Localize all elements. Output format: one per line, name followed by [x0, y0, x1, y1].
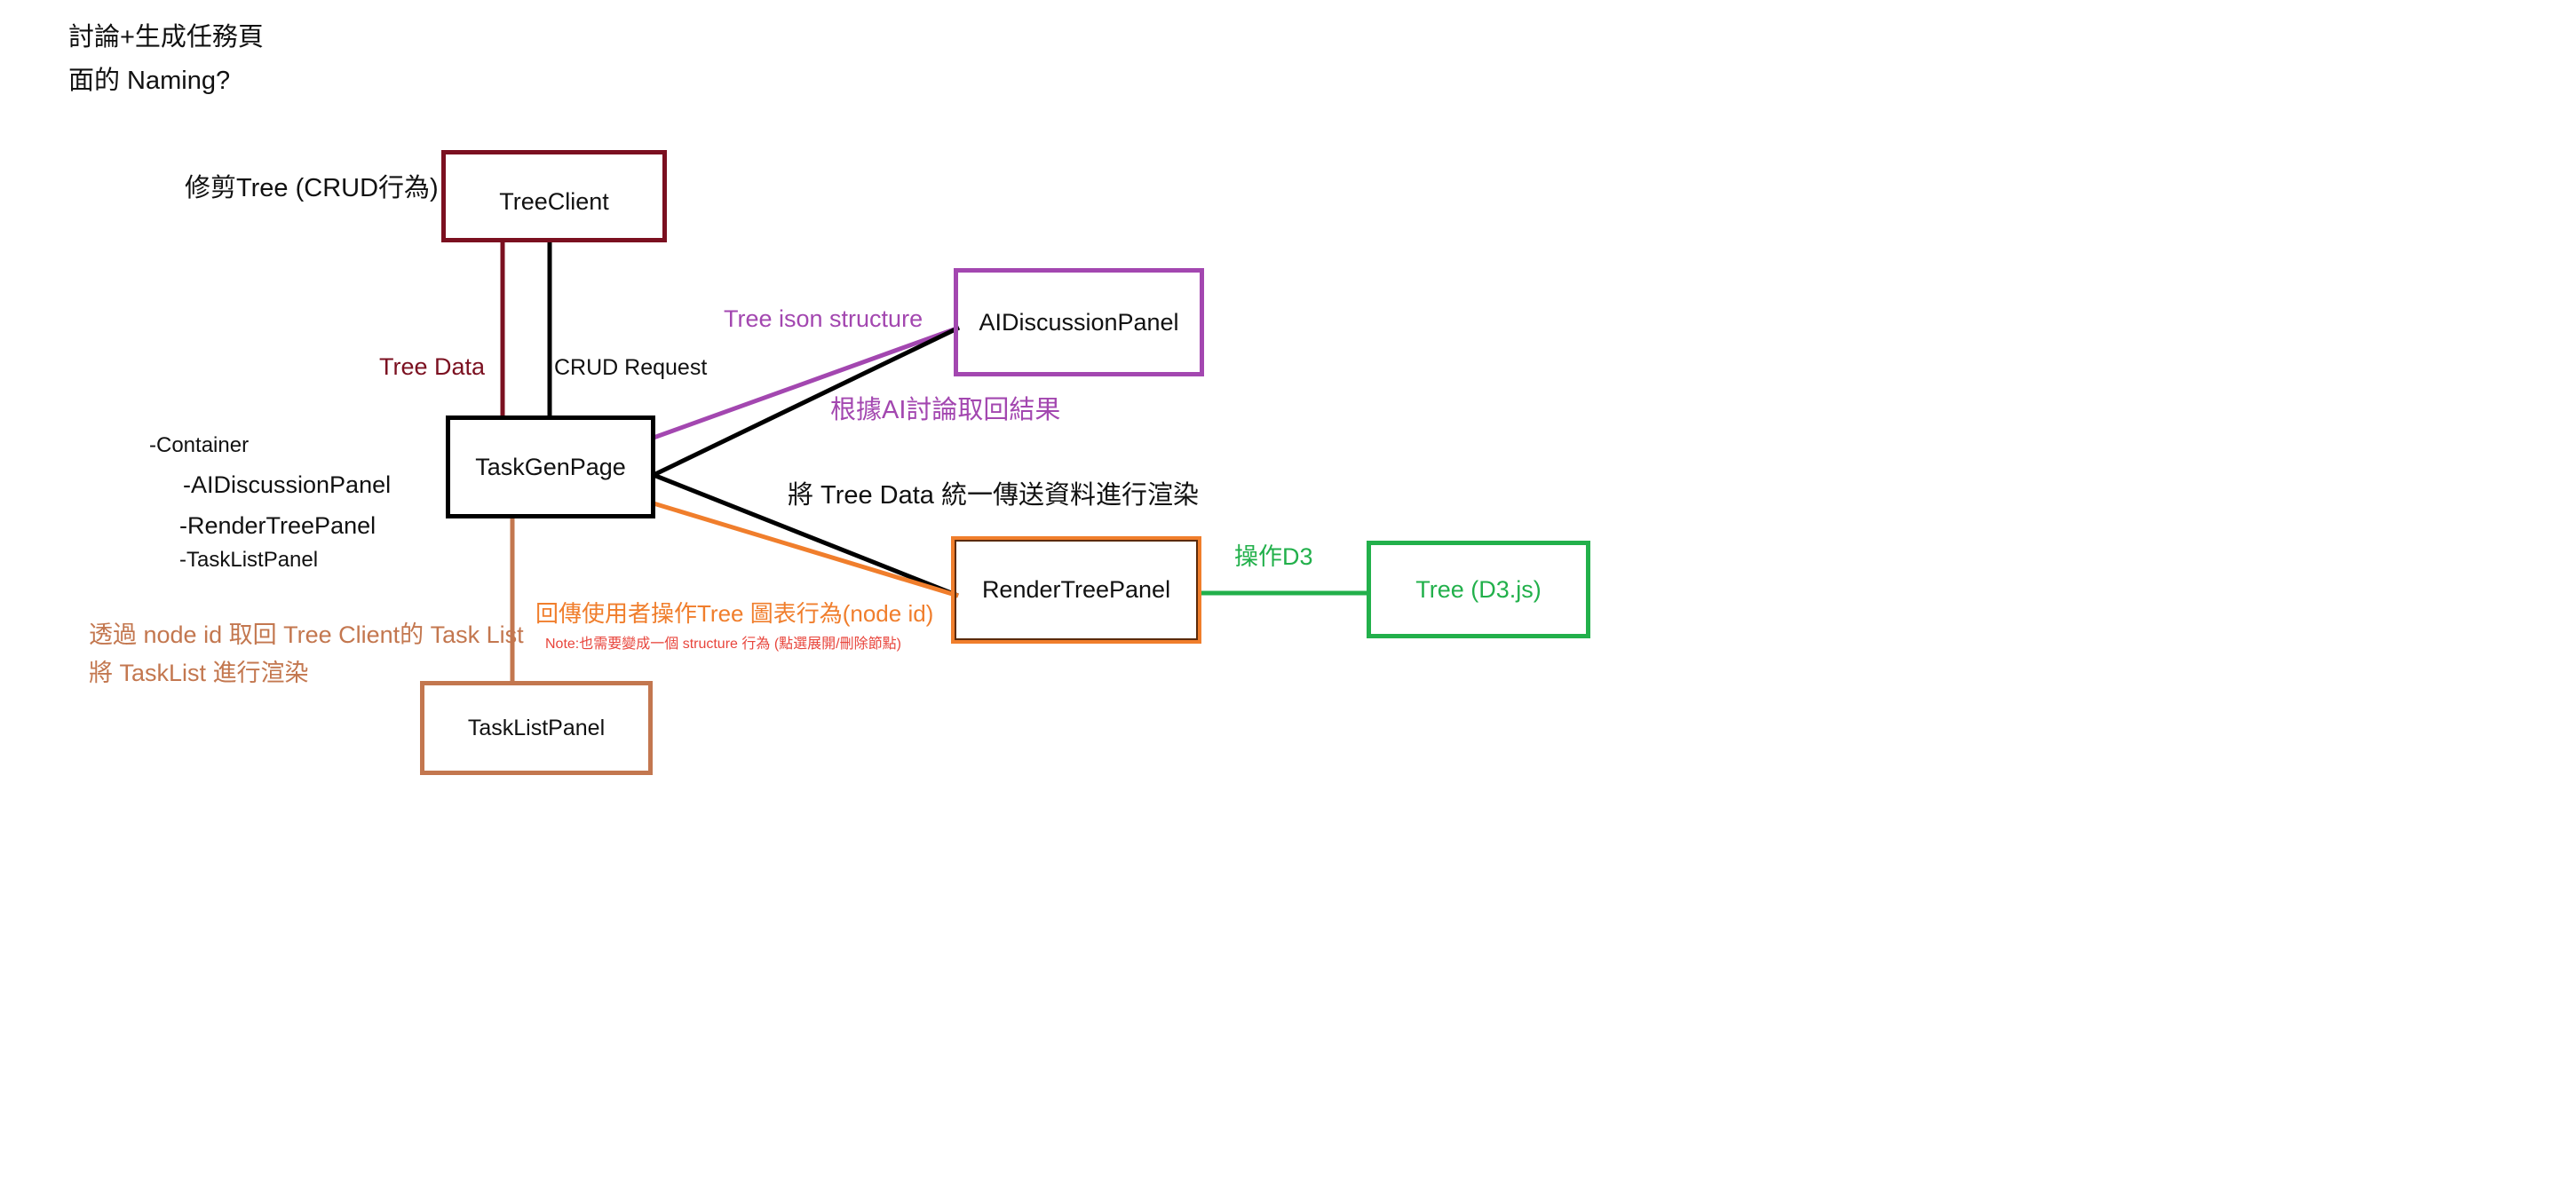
render-tree-panel-box: RenderTreePanel [951, 536, 1201, 644]
container-item-ai-discussion: -AIDiscussionPanel [183, 471, 392, 498]
tree-json-structure-label: Tree ison structure [724, 305, 923, 332]
page-title-line2: 面的 Naming? [68, 67, 231, 95]
note-label: Note:也需要變成一個 structure 行為 (點選展開/刪除節點) [545, 637, 901, 652]
tree-d3-label: Tree (D3.js) [1415, 575, 1542, 603]
task-list-panel-box: TaskListPanel [420, 681, 653, 775]
ai-result-label: 根據AI討論取回結果 [830, 396, 1061, 424]
task-gen-page-label: TaskGenPage [475, 453, 626, 480]
user-action-connector [653, 501, 959, 598]
tree-data-label: Tree Data [379, 353, 486, 380]
ai-discussion-panel-label: AIDiscussionPanel [979, 308, 1179, 336]
task-list-desc-line2: 將 TaskList 進行渲染 [89, 660, 309, 686]
render-data-connector [653, 472, 959, 598]
render-tree-panel-label: RenderTreePanel [981, 576, 1171, 603]
container-item-render-tree: -RenderTreePanel [179, 512, 376, 539]
render-all-label: 將 Tree Data 統一傳送資料進行渲染 [788, 481, 1199, 510]
task-list-desc-line1: 透過 node id 取回 Tree Client的 Task List [89, 621, 524, 648]
ai-discussion-panel-box: AIDiscussionPanel [954, 268, 1204, 376]
task-list-panel-label: TaskListPanel [467, 715, 606, 740]
tree-d3-box: Tree (D3.js) [1367, 541, 1590, 638]
page-title-line1: 討論+生成任務頁 [68, 23, 264, 51]
tree-client-box: TreeClient [441, 150, 667, 242]
tree-json-connector [653, 325, 960, 440]
return-user-action-label: 回傳使用者操作Tree 圖表行為(node id) [535, 600, 934, 627]
prune-tree-label: 修剪Tree (CRUD行為) [185, 174, 439, 202]
container-item-task-list: -TaskListPanel [179, 548, 319, 572]
crud-request-label: CRUD Request [554, 355, 708, 380]
operate-d3-label: 操作D3 [1234, 543, 1313, 570]
ai-result-connector [652, 325, 961, 478]
task-gen-page-box: TaskGenPage [446, 415, 655, 518]
tree-client-label: TreeClient [499, 187, 609, 215]
container-root-label: -Container [149, 433, 250, 457]
